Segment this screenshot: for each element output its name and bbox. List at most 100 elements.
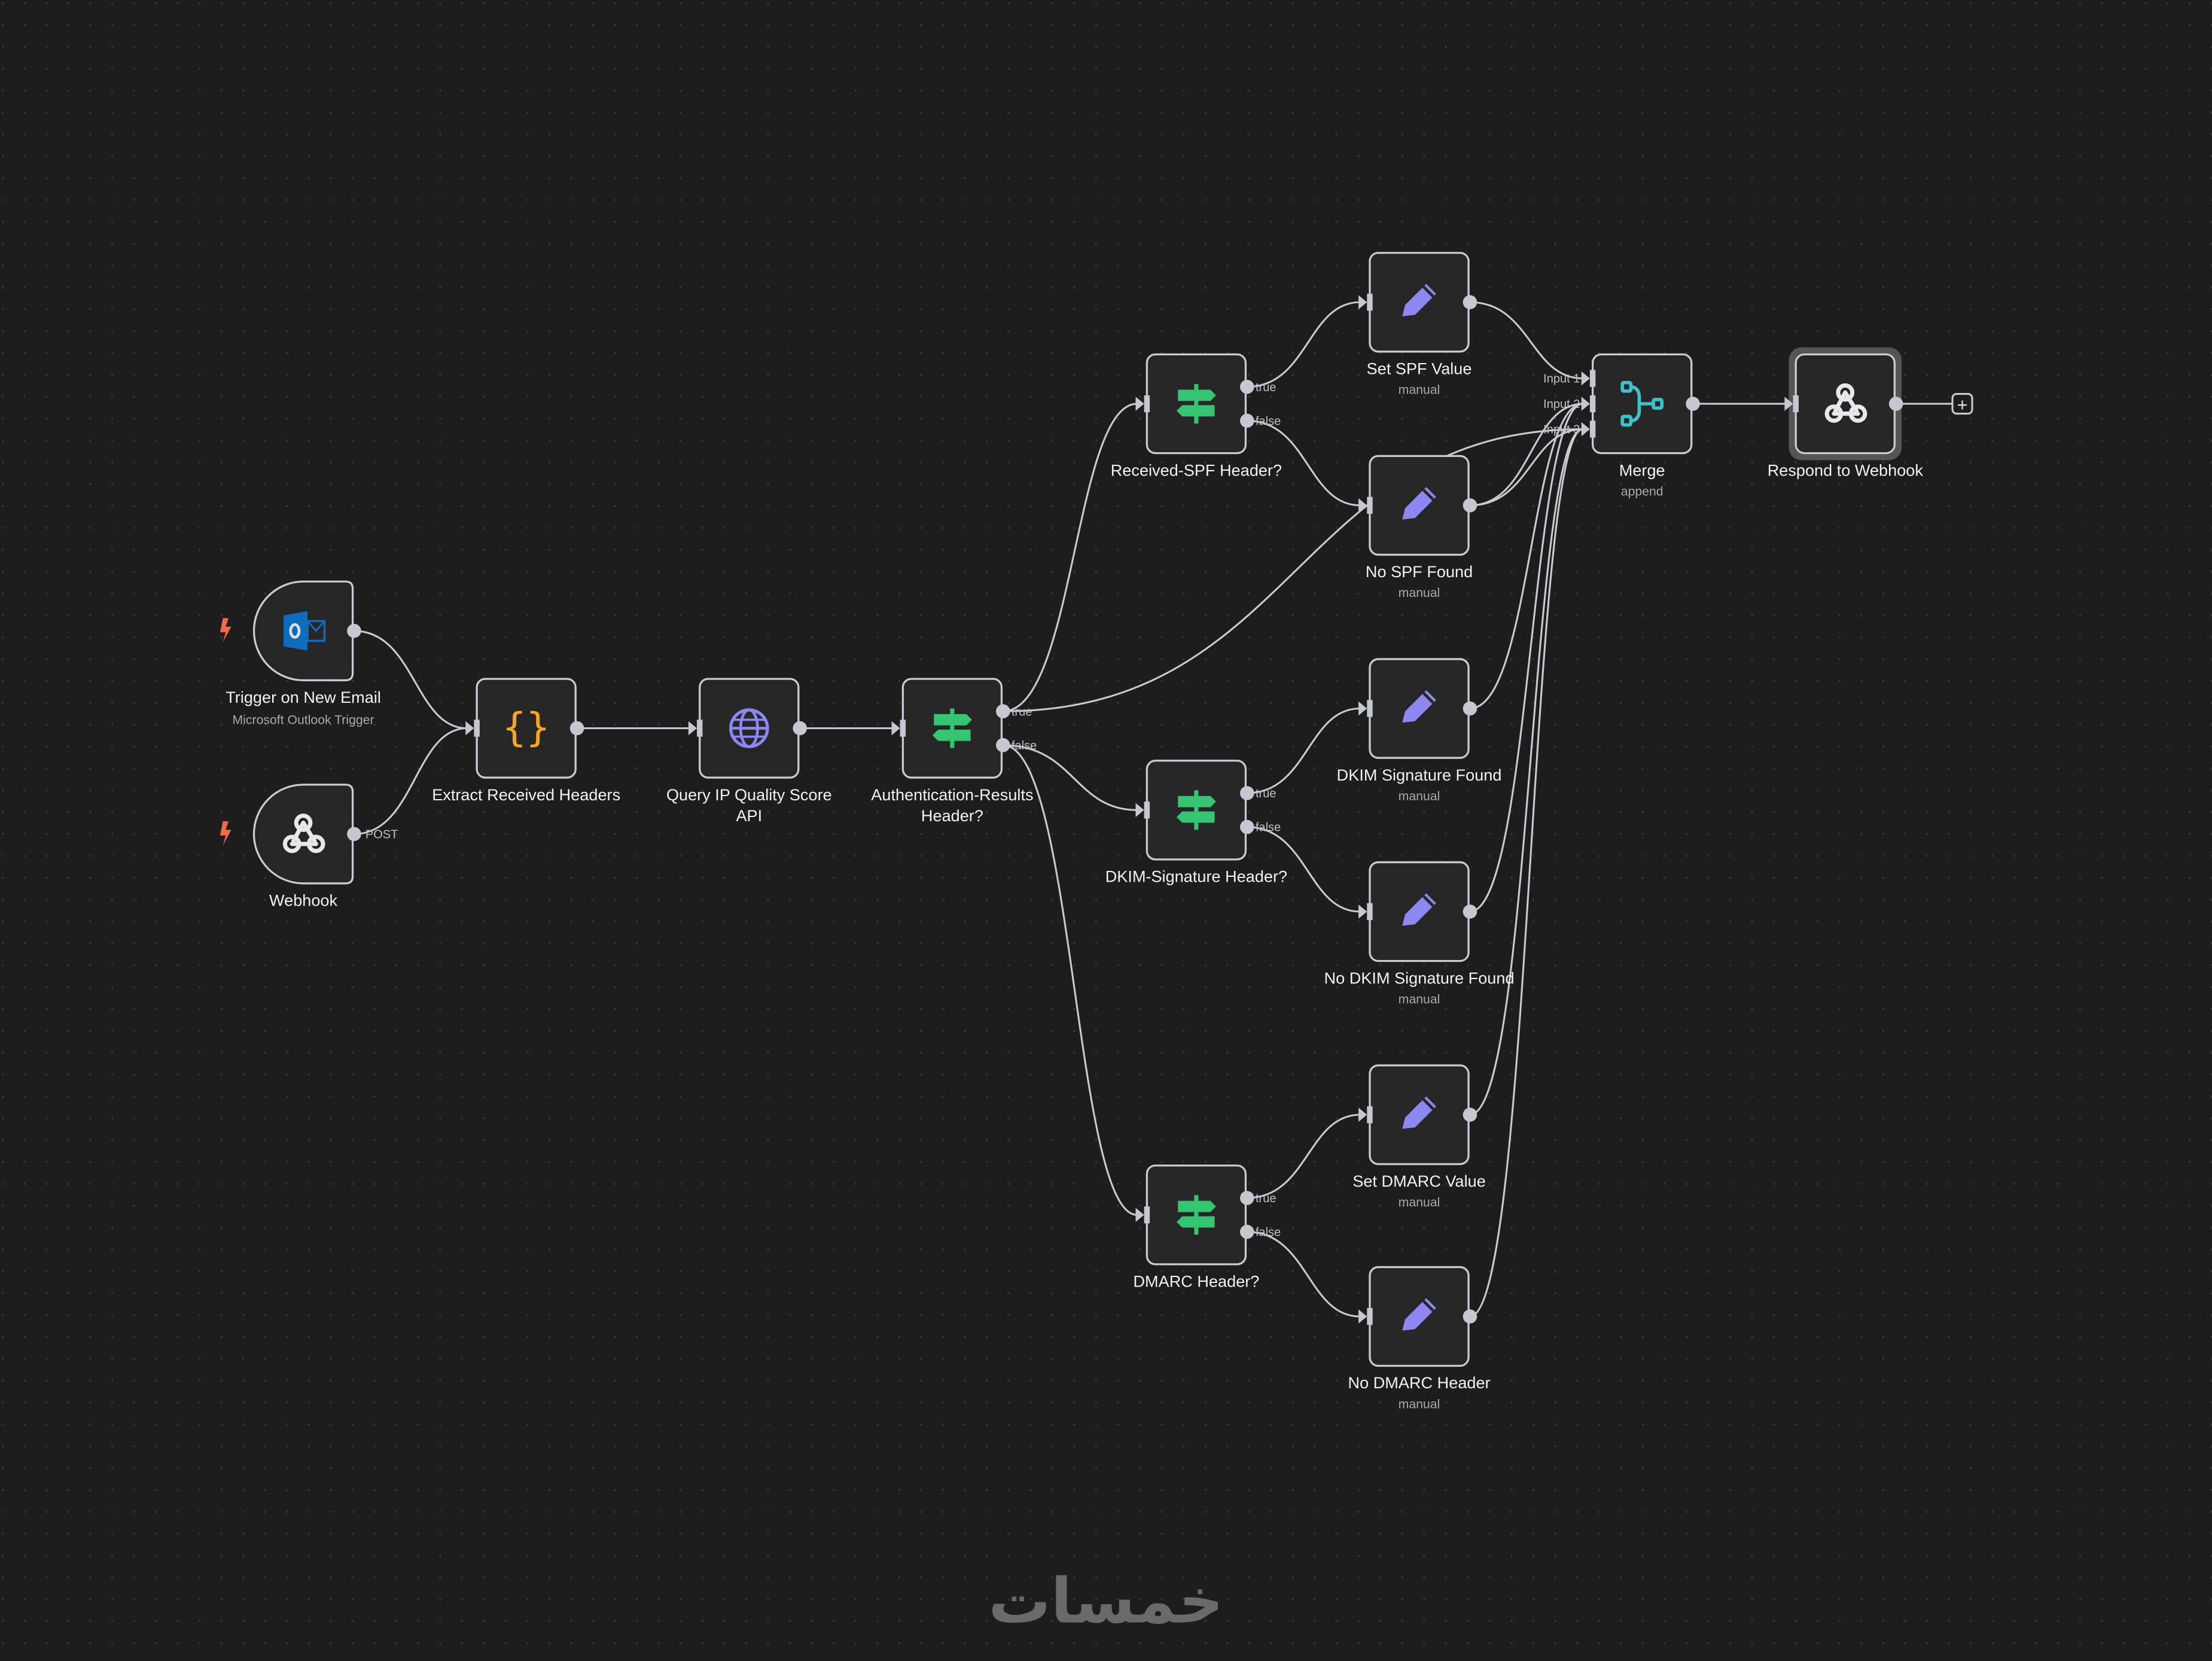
connection-auth-dkimif[interactable] [1003,744,1137,811]
node-respond[interactable]: Respond to Webhook [1768,347,1924,480]
input-arrow-icon [1358,295,1367,310]
output-handle[interactable] [1240,786,1254,800]
input-handle[interactable] [1589,395,1596,413]
connection-dkimif-nodkim[interactable] [1247,826,1360,913]
connection-spfif-setspf[interactable] [1247,301,1360,388]
connection-webhook-extract[interactable] [354,727,467,835]
globe-icon [729,708,769,748]
output-handle[interactable] [347,827,361,842]
input-handle[interactable] [474,720,480,737]
output-handle[interactable] [1888,397,1903,411]
input-arrow-icon [1135,1208,1144,1222]
input-handle[interactable] [1367,294,1373,311]
connection-auth-dmarcif[interactable] [1003,744,1137,1216]
svg-text:{}: {} [502,705,550,751]
connection-nodkim-merge[interactable] [1470,403,1583,913]
input-handle[interactable] [1144,395,1150,413]
connection-nodmarc-merge[interactable] [1470,428,1583,1318]
input-handle[interactable] [1367,1308,1373,1325]
input-arrow-icon [688,721,697,736]
connection-dkimfound-merge[interactable] [1470,403,1583,710]
input-arrow-icon [891,721,900,736]
output-handle[interactable] [347,623,361,638]
output-handle[interactable] [1463,498,1477,513]
input-arrow-icon [465,721,474,736]
output-handle[interactable] [996,738,1010,752]
node-subtitle: manual [1399,1196,1440,1209]
pencil-icon [1402,284,1436,316]
input-handle[interactable] [1367,1106,1373,1123]
output-handle[interactable] [996,704,1010,719]
output-handle[interactable] [1686,397,1700,411]
input-handle[interactable] [1793,395,1799,413]
node-subtitle: manual [1399,586,1440,600]
input-handle[interactable] [697,720,703,737]
input-handle[interactable] [1367,903,1373,921]
connection-nospf-merge[interactable] [1470,428,1583,507]
input-handle[interactable] [1144,801,1150,819]
webhook-icon [282,813,325,854]
node-box [1794,353,1896,455]
output-handle[interactable] [1240,1224,1254,1239]
node-box [252,784,354,885]
output-handle[interactable] [1463,904,1477,919]
output-handle[interactable] [1240,819,1254,834]
code-braces-icon: {} [502,705,550,751]
input-arrow-icon [1581,397,1590,411]
connection-setspf-merge[interactable] [1470,301,1583,380]
input-handle[interactable] [1367,700,1373,717]
connection-dkimif-dkimfound[interactable] [1247,707,1360,794]
input-label: Input 3 [1543,423,1580,437]
connection-spfif-nospf[interactable] [1247,419,1360,507]
output-handle[interactable] [793,721,808,736]
output-handle[interactable] [1463,295,1477,310]
output-handle[interactable] [1240,379,1254,394]
add-node-button[interactable]: + [1903,393,1973,415]
connection-trigger-extract[interactable] [354,630,467,730]
input-handle[interactable] [900,720,906,737]
node-dkimfound[interactable]: DKIM Signature Found manual [1337,658,1502,803]
connection-auth-merge[interactable] [1003,428,1583,712]
input-handle[interactable] [1589,370,1596,387]
node-subtitle: manual [1399,790,1440,803]
input-handle[interactable] [1367,496,1373,514]
connection-nospf-merge[interactable] [1470,403,1583,507]
output-label: false [1256,1226,1281,1239]
output-handle[interactable] [1463,1309,1477,1324]
node-label: Webhook [269,891,337,910]
input-handle[interactable] [1589,420,1596,438]
output-handle[interactable] [569,721,584,736]
input-label: Input 2 [1543,398,1580,411]
input-handle[interactable] [1144,1206,1150,1224]
output-label: true [1011,705,1032,718]
node-label-line2: API [736,806,762,825]
signpost-icon [932,708,972,748]
output-handle[interactable] [1463,701,1477,716]
node-extract[interactable]: {}Extract Received Headers [432,678,620,804]
output-handle[interactable] [1463,1107,1477,1122]
node-subtitle: manual [1399,383,1440,397]
node-label: DKIM Signature Found [1337,766,1502,784]
input-arrow-icon [1784,397,1793,411]
connection-dmarcif-setdmarc[interactable] [1247,1114,1360,1199]
input-arrow-icon [1358,498,1367,513]
connection-auth-spfif[interactable] [1003,403,1137,712]
connection-setdmarc-merge[interactable] [1470,428,1583,1116]
output-handle[interactable] [1240,413,1254,428]
connection-dmarcif-nodmarc[interactable] [1247,1230,1360,1318]
output-handle[interactable] [1240,1191,1254,1205]
